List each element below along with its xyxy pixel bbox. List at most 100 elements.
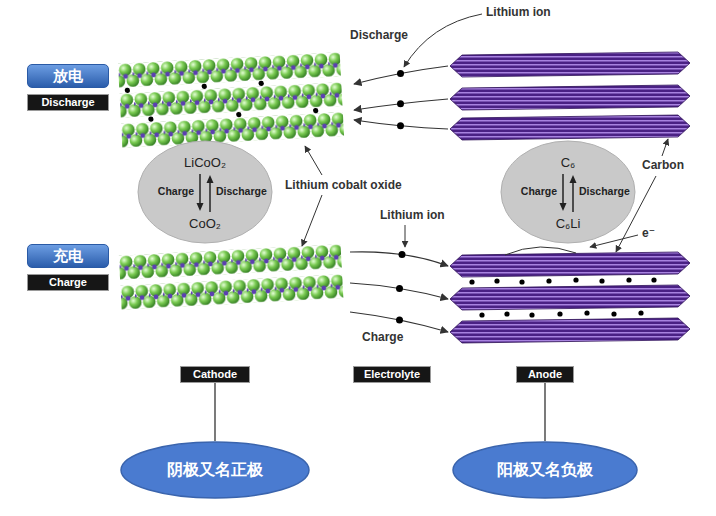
- annotation-label: Carbon: [642, 158, 684, 172]
- cathode-discharge-layers: [121, 112, 344, 148]
- ion-flow-arrows: [354, 120, 448, 129]
- intercalated-lithium: [494, 278, 499, 283]
- circle-fill: [138, 141, 272, 243]
- cathode-charge-layers: [119, 244, 342, 280]
- annotation-label: Charge: [362, 330, 403, 344]
- leader-connector: [214, 383, 215, 442]
- node-text: C₆Li: [500, 216, 636, 231]
- arrow-head: [560, 203, 567, 211]
- node-text: Discharge: [41, 96, 94, 108]
- annotation-label: Discharge: [350, 28, 408, 42]
- circle-fill: [501, 141, 635, 243]
- node-text: 充电: [53, 247, 83, 266]
- cathode-discharge-layers: [120, 82, 343, 118]
- annotation-label: Lithium ion: [486, 5, 551, 19]
- reaction-arrow: [572, 182, 574, 212]
- lithium-ions: [397, 70, 404, 77]
- reaction-circle: LiCoO₂ Charge DischargeCoO₂: [137, 140, 273, 244]
- graphite-stacks: [450, 318, 690, 343]
- node-text: 阴极又名正极: [167, 460, 263, 481]
- node-text: Charge: [49, 276, 87, 288]
- lithium-ions: [396, 285, 403, 292]
- intercalated-lithium: [626, 277, 631, 282]
- node-text: 阳极又名负极: [497, 460, 593, 481]
- cathode-discharge-layers: [118, 52, 341, 88]
- cathode-discharge-layers: [313, 108, 318, 113]
- intercalated-lithium: [479, 312, 484, 317]
- node-text: Charge: [158, 185, 194, 197]
- ellipse-fill: [121, 442, 309, 498]
- cathode-discharge-layers: [258, 81, 263, 86]
- node-text: Electrolyte: [364, 368, 420, 380]
- reaction-arrow: [562, 174, 564, 204]
- annotation-label: Lithium ion: [380, 208, 445, 222]
- cathode-charge-layers: [120, 274, 343, 310]
- intercalated-lithium: [519, 279, 524, 284]
- node-text: LiCoO₂: [137, 155, 273, 170]
- ion-flow-arrows: [350, 66, 448, 332]
- arrow-head: [207, 175, 214, 183]
- leader-lines: [302, 14, 668, 255]
- mode-tag: Charge: [27, 274, 109, 291]
- electrolyte-tag: Electrolyte: [353, 366, 431, 383]
- graphite-stacks: [450, 252, 690, 277]
- leader-connector: [544, 383, 545, 442]
- leader-lines: [405, 225, 406, 247]
- ion-flow-arrows: [350, 252, 448, 266]
- graphite-stacks: [450, 52, 690, 343]
- intercalated-lithium: [546, 278, 551, 283]
- intercalated-lithium: [651, 277, 656, 282]
- cathode-discharge-layers: [120, 82, 343, 118]
- node-text: Charge: [521, 185, 557, 197]
- graphite-stacks: [450, 115, 690, 140]
- lithium-ions: [397, 122, 404, 129]
- cathode-discharge-layers: [148, 116, 153, 121]
- lithium-ions: [396, 70, 406, 324]
- annotation-label: e⁻: [642, 226, 655, 240]
- graphite-stacks: [450, 285, 690, 310]
- graphite-stacks: [450, 85, 690, 110]
- node-text: 放电: [53, 67, 83, 86]
- ion-flow-arrows: [350, 283, 448, 299]
- node-text: C₆: [500, 155, 636, 170]
- annotation-label: Lithium cobalt oxide: [285, 178, 402, 192]
- note-ellipse: 阴极又名正极: [120, 441, 310, 499]
- lithium-ions: [397, 100, 404, 107]
- intercalated-lithium: [529, 312, 534, 317]
- intercalated-lithium: [469, 277, 656, 317]
- node-text: Discharge: [579, 185, 630, 197]
- node-text: CoO₂: [137, 216, 273, 231]
- note-ellipse: 阳极又名负极: [452, 441, 638, 499]
- lithium-ions: [399, 251, 406, 258]
- mode-badge: 放电: [27, 64, 109, 88]
- leader-lines: [662, 139, 668, 156]
- arrow-head: [197, 203, 204, 211]
- lithium-ions: [396, 317, 403, 324]
- cathode-discharge-layers: [118, 52, 344, 148]
- intercalated-lithium: [611, 311, 616, 316]
- ion-flow-arrows: [354, 99, 448, 110]
- leader-lines: [404, 14, 482, 67]
- node-text: Cathode: [193, 368, 237, 380]
- cathode-charge-layers: [119, 244, 342, 280]
- reaction-arrow: [199, 174, 201, 204]
- intercalated-lithium: [573, 277, 578, 282]
- intercalated-lithium: [557, 311, 562, 316]
- intercalated-lithium: [599, 278, 604, 283]
- ion-flow-arrows: [350, 312, 448, 332]
- cathode-discharge-layers: [202, 84, 207, 89]
- cathode-discharge-layers: [121, 112, 344, 148]
- reaction-arrow: [209, 182, 211, 212]
- cathode-discharge-layers: [125, 88, 130, 93]
- cathode-discharge-layers: [236, 112, 241, 117]
- intercalated-lithium: [469, 279, 474, 284]
- leader-lines: [505, 247, 576, 255]
- electrode-tag: Cathode: [180, 366, 250, 383]
- leader-lines: [302, 195, 322, 246]
- node-text: Discharge: [216, 185, 267, 197]
- ion-flow-arrows: [354, 66, 448, 84]
- arrow-head: [570, 175, 577, 183]
- node-text: Anode: [528, 368, 562, 380]
- intercalated-lithium: [584, 310, 589, 315]
